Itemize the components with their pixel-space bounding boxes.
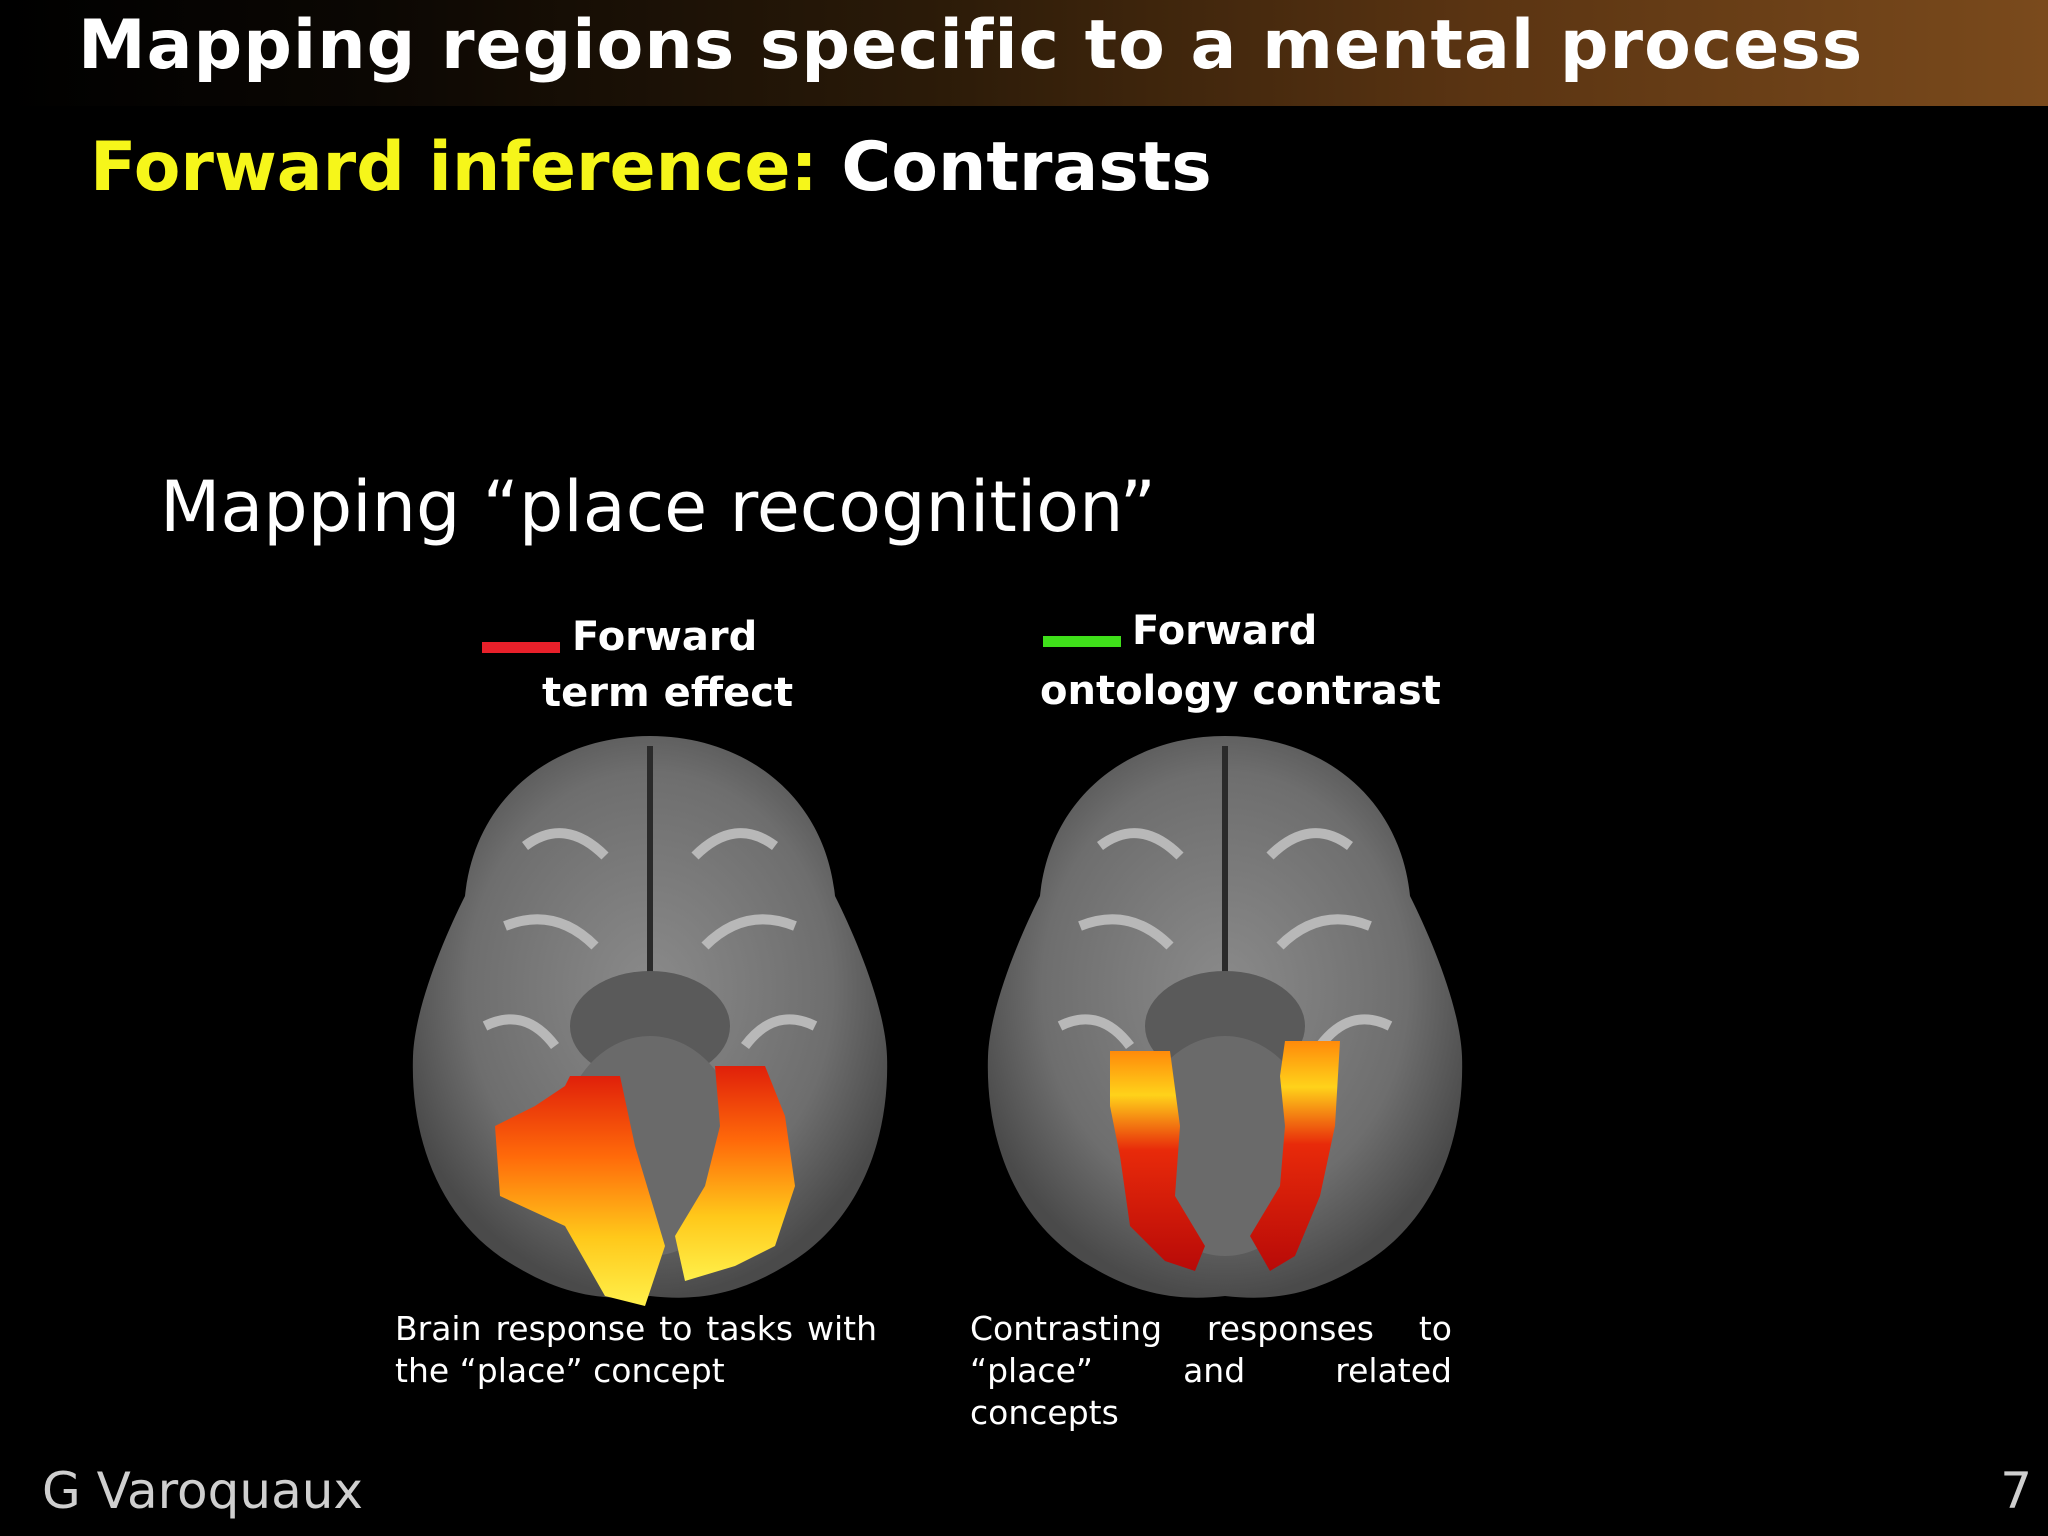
caption-line: “place” and related concepts bbox=[970, 1351, 1452, 1432]
page-number: 7 bbox=[2000, 1462, 2032, 1520]
caption-line: the “place” concept bbox=[395, 1351, 725, 1390]
subtitle-rest: Contrasts bbox=[841, 128, 1212, 207]
brain-slice-ontology-contrast bbox=[987, 736, 1463, 1298]
activation-left-hemisphere bbox=[495, 1076, 665, 1306]
slide-title: Mapping regions specific to a mental pro… bbox=[78, 6, 1864, 85]
legend-line1: Forward bbox=[572, 614, 758, 660]
activation-right-hemisphere bbox=[675, 1066, 795, 1281]
activation-right-hemisphere bbox=[1250, 1041, 1340, 1271]
legend-line2: term effect bbox=[542, 670, 794, 716]
brain-slice-term-effect bbox=[412, 736, 888, 1306]
legend-line2: ontology contrast bbox=[1040, 668, 1441, 714]
caption-line: Contrasting responses to bbox=[970, 1309, 1452, 1348]
caption-term-effect: Brain response to tasks with the “place”… bbox=[395, 1308, 877, 1392]
legend-green-swatch bbox=[1043, 636, 1121, 647]
legend-red-swatch bbox=[482, 642, 560, 653]
subtitle-lead: Forward inference: bbox=[90, 128, 818, 207]
slide-subtitle: Forward inference: Contrasts bbox=[90, 128, 1212, 207]
footer-author: G Varoquaux bbox=[42, 1462, 363, 1520]
section-heading: Mapping “place recognition” bbox=[160, 466, 1156, 548]
caption-line: Brain response to tasks with bbox=[395, 1309, 877, 1348]
legend-line1: Forward bbox=[1132, 608, 1318, 654]
caption-ontology-contrast: Contrasting responses to “place” and rel… bbox=[970, 1308, 1452, 1434]
activation-left-hemisphere bbox=[1110, 1051, 1205, 1271]
title-bar bbox=[0, 0, 2048, 106]
